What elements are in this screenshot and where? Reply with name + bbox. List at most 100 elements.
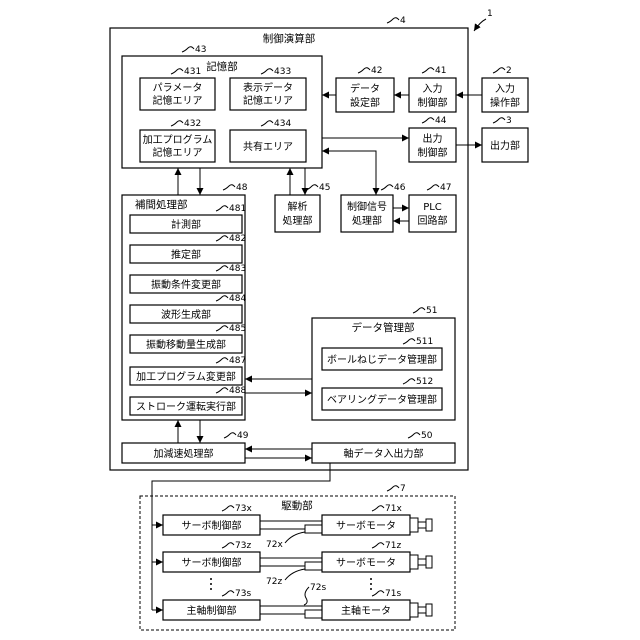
servo-motor-x-ref: 71x: [385, 504, 402, 514]
detector-z: [305, 562, 322, 570]
drive-title: 駆動部: [281, 499, 313, 512]
waveform-generation-ref: 484: [229, 294, 246, 304]
measurement-unit-ref: 481: [229, 204, 246, 214]
ref-leader: [372, 506, 384, 511]
spindle-motor-ref: 71s: [385, 589, 401, 599]
spindle-controller-label: 主軸制御部: [187, 604, 237, 617]
plc-label-2: 回路部: [418, 214, 448, 227]
plc-ref: 47: [440, 183, 451, 193]
display-data-area-ref: 433: [274, 67, 291, 77]
input-control-ref: 41: [435, 66, 446, 76]
ball-screw-data-label: ボールねじデータ管理部: [327, 353, 437, 366]
data-management-ref: 51: [426, 306, 437, 316]
interpolation-title: 補間処理部: [135, 198, 188, 211]
bearing-data-label: ベアリングデータ管理部: [327, 393, 437, 406]
estimation-unit-label: 推定部: [171, 248, 201, 261]
storage-title: 記憶部: [206, 60, 238, 73]
spindle-motor-label: 主軸モータ: [341, 604, 391, 617]
program-area-ref: 432: [184, 119, 201, 129]
detector-z-leader: [285, 569, 305, 580]
motor-s-shaft: [418, 607, 426, 613]
detector-x-leader: [285, 532, 305, 543]
data-setting-label-2: 設定部: [350, 96, 380, 109]
analysis-label-2: 処理部: [283, 214, 313, 227]
detector-s-leader: [304, 587, 309, 605]
output-control-ref: 44: [435, 116, 447, 126]
servo-controller-z-label: サーボ制御部: [182, 556, 242, 569]
control-signal-ref: 46: [394, 183, 406, 193]
output-unit-label: 出力部: [490, 139, 520, 152]
control-unit-title: 制御演算部: [263, 32, 316, 45]
measurement-unit-label: 計測部: [171, 218, 201, 231]
continuation-dot: [210, 578, 212, 580]
continuation-dot: [370, 578, 372, 580]
servo-controller-x-ref: 73x: [235, 504, 252, 514]
waveform-generation-label: 波形生成部: [161, 308, 211, 321]
ref-leader: [222, 506, 234, 511]
servo-controller-x-label: サーボ制御部: [182, 519, 242, 532]
motor-z-shaft-end: [426, 556, 432, 568]
axis-data-io-ref: 50: [421, 431, 433, 441]
system-ref: 1: [487, 9, 493, 19]
analysis-label-1: 解析: [288, 200, 308, 213]
shared-area-label: 共有エリア: [243, 140, 293, 153]
parameter-area-label-1: パラメータ: [153, 82, 203, 94]
servo-motor-x-label: サーボモータ: [336, 520, 396, 532]
drive-ref: 7: [400, 484, 406, 494]
output-control-label-2: 制御部: [418, 146, 448, 159]
display-data-area-label-2: 記憶エリア: [243, 94, 293, 107]
bearing-data-ref: 512: [416, 377, 433, 387]
spindle-controller-ref: 73s: [235, 589, 251, 599]
control-signal-label-1: 制御信号: [347, 200, 387, 213]
data-setting-ref: 42: [371, 66, 382, 76]
stroke-operation-label: ストローク運転実行部: [136, 400, 236, 413]
program-area-label-2: 記憶エリア: [153, 146, 203, 159]
parameter-area-ref: 431: [184, 67, 201, 77]
input-operation-label-2: 操作部: [490, 96, 520, 109]
ref-leader: [493, 68, 505, 73]
axis-data-io-label: 軸データ入出力部: [344, 447, 424, 460]
motor-s-flange: [410, 603, 418, 617]
control-unit-ref: 4: [400, 16, 406, 26]
accel-decel-ref: 49: [237, 431, 249, 441]
vibration-movement-generation-label: 振動移動量生成部: [146, 338, 226, 351]
servo-controller-z-ref: 73z: [235, 541, 251, 551]
ref-leader: [387, 486, 399, 491]
stroke-operation-ref: 488: [229, 386, 246, 396]
program-area-label-1: 加工プログラム: [143, 133, 213, 146]
motor-x-shaft-end: [426, 519, 432, 531]
analysis-ref: 45: [319, 183, 330, 193]
accel-decel-label: 加減速処理部: [154, 447, 214, 460]
output-unit-ref: 3: [506, 116, 512, 126]
servo-motor-z-ref: 71z: [385, 541, 401, 551]
ref-leader: [222, 543, 234, 548]
motor-x-shaft: [418, 522, 426, 528]
data-management-title: データ管理部: [352, 321, 415, 334]
ref-leader: [387, 18, 399, 23]
ref-leader: [493, 118, 505, 123]
detector-s-ref: 72s: [310, 583, 326, 593]
motor-x-flange: [410, 518, 418, 532]
estimation-unit-ref: 482: [229, 234, 246, 244]
servo-motor-z-label: サーボモータ: [336, 557, 396, 569]
output-control-label-1: 出力: [423, 132, 443, 145]
vibration-movement-generation-ref: 485: [229, 324, 246, 334]
input-operation-label-1: 入力: [495, 82, 515, 95]
control-signal-label-2: 処理部: [352, 214, 382, 227]
drive-bus-line: [152, 463, 330, 610]
input-operation-ref: 2: [506, 66, 512, 76]
program-change-ref: 487: [229, 356, 246, 366]
detector-x: [305, 525, 322, 533]
program-change-label: 加工プログラム変更部: [136, 370, 236, 383]
input-control-label-2: 制御部: [418, 96, 448, 109]
motor-z-flange: [410, 555, 418, 569]
detector-z-ref: 72z: [266, 577, 282, 587]
detector-x-ref: 72x: [266, 540, 283, 550]
continuation-dot: [370, 583, 372, 585]
ref-leader: [372, 591, 384, 596]
storage-ref: 43: [195, 45, 206, 55]
ball-screw-data-ref: 511: [416, 337, 433, 347]
continuation-dot: [210, 583, 212, 585]
parameter-area-label-2: 記憶エリア: [153, 94, 203, 107]
